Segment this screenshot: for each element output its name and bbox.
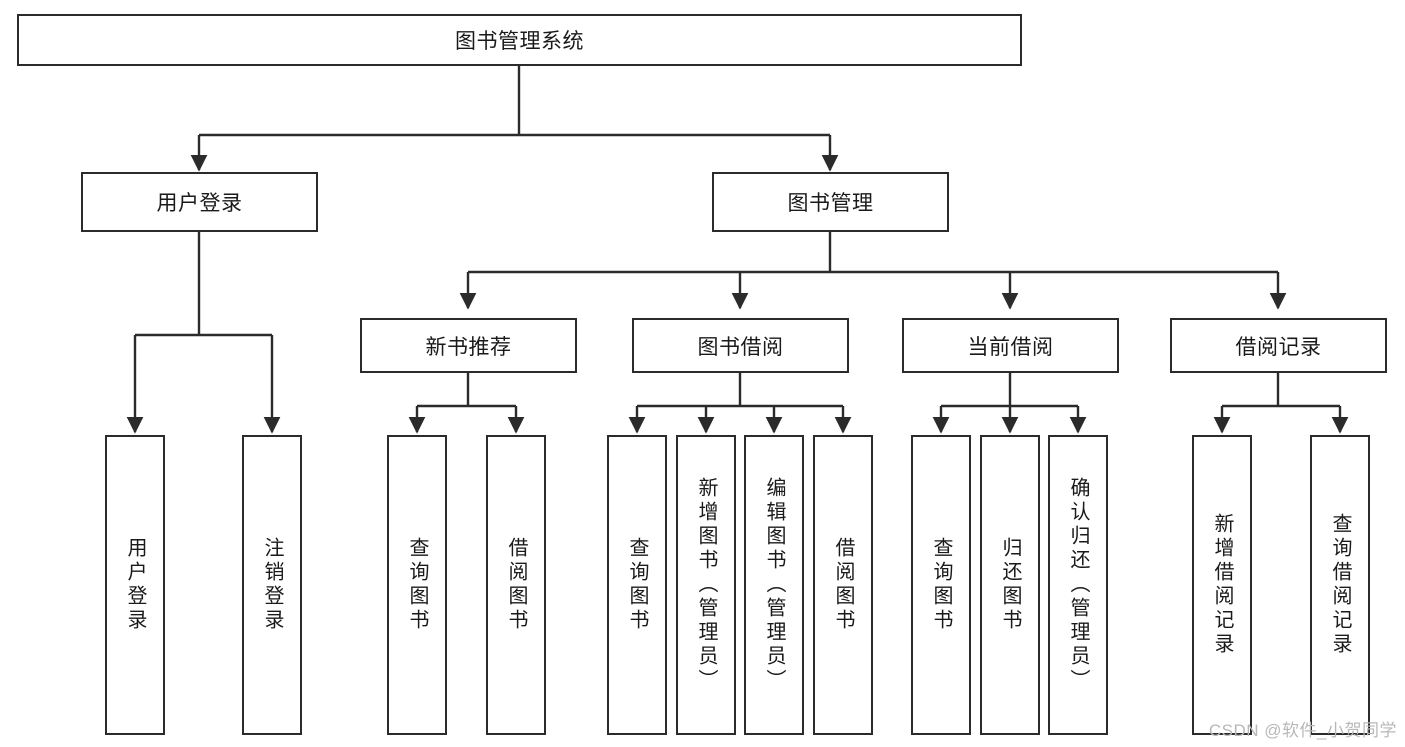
node-new-book-rec[interactable]: 新书推荐 — [360, 318, 577, 373]
node-leaf-book-borrow-2-label: 新增图书（管理员） — [695, 477, 717, 693]
node-leaf-borrow-record-1-label: 新增借阅记录 — [1211, 513, 1233, 657]
node-leaf-new-book-rec-1[interactable]: 查询图书 — [387, 435, 447, 735]
node-leaf-new-book-rec-2-label: 借阅图书 — [505, 537, 527, 633]
node-user-login-label: 用户登录 — [156, 192, 243, 215]
node-current-borrow-label: 当前借阅 — [967, 335, 1054, 359]
node-leaf-current-borrow-2[interactable]: 归还图书 — [980, 435, 1040, 735]
node-leaf-current-borrow-3-label: 确认归还（管理员） — [1067, 477, 1089, 693]
node-leaf-book-borrow-1-label: 查询图书 — [626, 537, 648, 633]
node-leaf-user-login-2-label: 注销登录 — [261, 537, 283, 633]
node-book-manage-label: 图书管理 — [787, 192, 874, 215]
node-leaf-book-borrow-3[interactable]: 编辑图书（管理员） — [744, 435, 804, 735]
node-borrow-record[interactable]: 借阅记录 — [1170, 318, 1387, 373]
node-leaf-current-borrow-2-label: 归还图书 — [999, 537, 1021, 633]
node-leaf-new-book-rec-1-label: 查询图书 — [406, 537, 428, 633]
node-leaf-user-login-1-label: 用户登录 — [124, 537, 146, 633]
node-leaf-book-borrow-4-label: 借阅图书 — [832, 537, 854, 633]
node-leaf-borrow-record-2[interactable]: 查询借阅记录 — [1310, 435, 1370, 735]
watermark-text: CSDN @软件_小贺同学 — [1208, 721, 1397, 740]
node-leaf-borrow-record-1[interactable]: 新增借阅记录 — [1192, 435, 1252, 735]
node-leaf-book-borrow-3-label: 编辑图书（管理员） — [763, 477, 785, 693]
node-book-manage[interactable]: 图书管理 — [712, 172, 949, 232]
node-leaf-book-borrow-2[interactable]: 新增图书（管理员） — [676, 435, 736, 735]
node-new-book-rec-label: 新书推荐 — [425, 335, 512, 359]
node-current-borrow[interactable]: 当前借阅 — [902, 318, 1119, 373]
node-leaf-current-borrow-1[interactable]: 查询图书 — [911, 435, 971, 735]
node-leaf-current-borrow-1-label: 查询图书 — [930, 537, 952, 633]
node-user-login[interactable]: 用户登录 — [81, 172, 318, 232]
node-leaf-current-borrow-3[interactable]: 确认归还（管理员） — [1048, 435, 1108, 735]
node-root-label: 图书管理系统 — [455, 30, 584, 53]
node-leaf-borrow-record-2-label: 查询借阅记录 — [1329, 513, 1351, 657]
node-root[interactable]: 图书管理系统 — [17, 14, 1022, 66]
node-borrow-record-label: 借阅记录 — [1235, 335, 1322, 359]
node-book-borrow[interactable]: 图书借阅 — [632, 318, 849, 373]
node-leaf-user-login-1[interactable]: 用户登录 — [105, 435, 165, 735]
node-book-borrow-label: 图书借阅 — [697, 335, 784, 359]
node-leaf-new-book-rec-2[interactable]: 借阅图书 — [486, 435, 546, 735]
node-leaf-book-borrow-1[interactable]: 查询图书 — [607, 435, 667, 735]
node-leaf-book-borrow-4[interactable]: 借阅图书 — [813, 435, 873, 735]
node-leaf-user-login-2[interactable]: 注销登录 — [242, 435, 302, 735]
